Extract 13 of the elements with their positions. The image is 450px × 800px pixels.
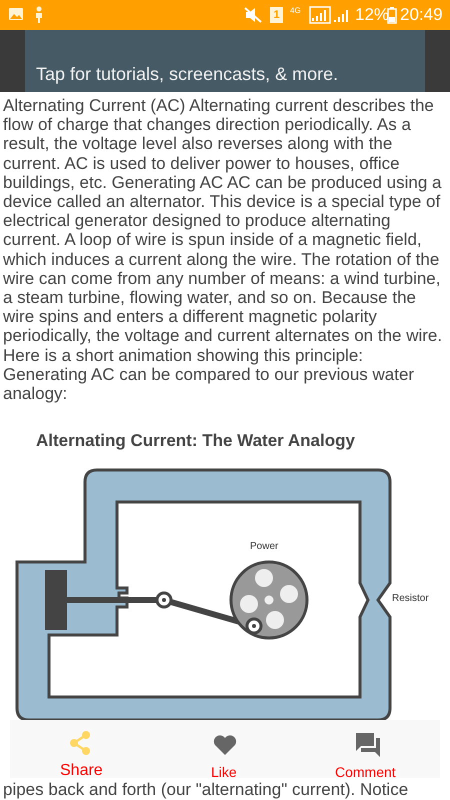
power-label: Power xyxy=(250,541,278,552)
article-paragraph: pipes back and forth (our "alternating" current). Notice xyxy=(3,780,410,800)
sim-card-label: 1 xyxy=(270,7,283,23)
article-paragraph: Alternating Current (AC) Alternating current describes the flow of charge that changes direction periodically. As a result, the voltage level also reverses along with the current. AC is used to deliver power to houses, office buildings, etc. Generating AC AC can be produced using a device called an alternator. This device is a special type of electrical generator designed to produce alternating current. A loop of wire is spun inside of a magnetic field, which induces a current along the wire. The rotation of the wire can come from any number of means: a wind turbine, a steam turbine, flowing water, and so on. Because the wire spins and enters a different magnetic polarity periodically, the voltage and current alternates on the wire. Here is a short animation showing this principle: Generating AC can be compared to our previous water analogy: xyxy=(3,96,444,404)
network-type-label: 4G xyxy=(290,7,301,15)
resistor-label: Resistor xyxy=(392,593,429,604)
illustration-title: Alternating Current: The Water Analogy xyxy=(36,431,355,451)
like-label: Like xyxy=(211,764,237,780)
battery-level-label: 12% xyxy=(355,5,390,25)
share-label: Share xyxy=(60,762,103,780)
comment-label: Comment xyxy=(335,764,396,780)
ad-text: Tap for tutorials, screencasts, & more. xyxy=(36,64,338,85)
clock-time: 20:49 xyxy=(400,5,443,25)
